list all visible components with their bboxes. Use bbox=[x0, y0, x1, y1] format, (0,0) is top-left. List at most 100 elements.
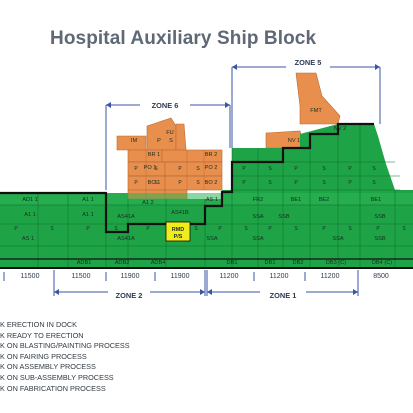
block-fmt bbox=[295, 72, 341, 125]
svg-text:S: S bbox=[268, 180, 272, 186]
label-im: IM bbox=[131, 138, 138, 144]
spacing-5: 11200 bbox=[220, 273, 239, 280]
label-deck-2: A1 1 bbox=[82, 197, 94, 203]
label-mid-7: SSB bbox=[374, 236, 385, 242]
zone-markers bbox=[3, 66, 381, 296]
legend-item-fabrication: K ON FABRICATION PROCESS bbox=[0, 383, 106, 393]
label-br2: BR 2 bbox=[205, 152, 217, 158]
frame-spacing-row: 11500 11500 11900 11900 11200 11200 1120… bbox=[21, 273, 389, 280]
svg-text:S: S bbox=[196, 166, 200, 172]
label-hull-3: SSB bbox=[278, 214, 289, 220]
block-ps-top bbox=[175, 123, 187, 151]
label-rmd: RMD bbox=[172, 227, 184, 233]
zone-6-label: ZONE 6 bbox=[152, 101, 179, 110]
label-deck-4: AS 1 bbox=[206, 197, 218, 203]
label-hull-5: SSA bbox=[332, 236, 343, 242]
label-deck-7: BE2 bbox=[319, 197, 330, 203]
svg-text:P: P bbox=[376, 226, 380, 232]
label-nv1: NV 1 bbox=[288, 138, 300, 144]
legend-item-blasting: K ON BLASTING/PAINTING PROCESS bbox=[0, 341, 130, 351]
svg-text:P: P bbox=[134, 180, 138, 186]
svg-text:P: P bbox=[242, 166, 246, 172]
svg-text:S: S bbox=[196, 180, 200, 186]
svg-text:S: S bbox=[348, 226, 352, 232]
label-hull-6: SSB bbox=[374, 214, 385, 220]
svg-text:P: P bbox=[348, 166, 352, 172]
svg-text:S: S bbox=[372, 180, 376, 186]
label-bottom-8: DB4 (C) bbox=[372, 260, 392, 266]
svg-text:S: S bbox=[114, 226, 118, 232]
label-fmt: FMT bbox=[310, 108, 322, 114]
svg-text:P: P bbox=[178, 180, 182, 186]
label-deck-3: A1 2 bbox=[142, 200, 154, 206]
label-deck-6: BE1 bbox=[291, 197, 302, 203]
svg-text:S: S bbox=[294, 226, 298, 232]
spacing-8: 8500 bbox=[373, 273, 389, 280]
label-deck-8: BE1 bbox=[371, 197, 382, 203]
svg-text:P: P bbox=[178, 166, 182, 172]
label-bo2: BO 2 bbox=[205, 180, 218, 186]
spacing-6: 11200 bbox=[270, 273, 289, 280]
svg-text:S: S bbox=[268, 166, 272, 172]
svg-text:P: P bbox=[294, 166, 298, 172]
label-bottom-1: ADB1 bbox=[77, 260, 92, 266]
label-bottom-5: DB1 bbox=[265, 260, 276, 266]
label-bottom-6: DB2 bbox=[293, 260, 304, 266]
label-br1: BR 1 bbox=[148, 152, 160, 158]
label-hull-1: AS 1 bbox=[22, 236, 34, 242]
svg-text:P: P bbox=[242, 180, 246, 186]
spacing-1: 11500 bbox=[21, 273, 40, 280]
svg-text:S: S bbox=[194, 226, 198, 232]
svg-text:S: S bbox=[244, 226, 248, 232]
label-mid-4: AS41B bbox=[171, 210, 189, 216]
spacing-3: 11900 bbox=[121, 273, 140, 280]
svg-text:P: P bbox=[146, 226, 150, 232]
label-p-upper: P bbox=[157, 138, 161, 144]
yellow-block-rmd bbox=[165, 221, 191, 242]
label-bottom-2: ADB2 bbox=[115, 260, 130, 266]
zone-2-label: ZONE 2 bbox=[116, 291, 143, 300]
diagram-title: Hospital Auxiliary Ship Block bbox=[50, 28, 317, 49]
legend-item-erection-dock: K ERECTION IN DOCK bbox=[0, 320, 78, 329]
svg-text:P: P bbox=[86, 226, 90, 232]
zone-5-label: ZONE 5 bbox=[295, 58, 322, 67]
label-bottom-3: ADB4 bbox=[151, 260, 166, 266]
label-mid-1: A1 1 bbox=[24, 212, 36, 218]
label-deck-5: FR2 bbox=[253, 197, 264, 203]
svg-text:S: S bbox=[154, 166, 158, 172]
svg-text:S: S bbox=[402, 226, 406, 232]
svg-text:S: S bbox=[154, 180, 158, 186]
label-bo1: BO 1 bbox=[148, 180, 161, 186]
label-rmd-ps: P/S bbox=[174, 234, 183, 240]
svg-text:P: P bbox=[348, 180, 352, 186]
label-mid-6: SSA bbox=[206, 236, 217, 242]
legend: K ERECTION IN DOCK K READY TO ERECTION K… bbox=[0, 320, 130, 394]
label-deck-1: AD1 1 bbox=[22, 197, 38, 203]
label-po1: PO 1 bbox=[144, 165, 157, 171]
svg-text:S: S bbox=[322, 180, 326, 186]
svg-text:S: S bbox=[50, 226, 54, 232]
svg-text:S: S bbox=[322, 166, 326, 172]
label-bottom-7: DB3 (C) bbox=[326, 260, 346, 266]
legend-item-ready-erection: K READY TO ERECTION bbox=[0, 330, 84, 340]
spacing-4: 11900 bbox=[171, 273, 190, 280]
label-fu: FU bbox=[166, 130, 173, 136]
svg-text:P: P bbox=[134, 166, 138, 172]
svg-text:P: P bbox=[14, 226, 18, 232]
label-bottom-4: DB1 bbox=[227, 260, 238, 266]
label-mid-3: AS41A bbox=[117, 214, 135, 220]
legend-item-sub-assembly: K ON SUB-ASSEMBLY PROCESS bbox=[0, 372, 114, 382]
label-hull-4: SSA bbox=[252, 236, 263, 242]
svg-text:P: P bbox=[218, 226, 222, 232]
label-po2: PO 2 bbox=[205, 165, 218, 171]
label-hull-2: SSA bbox=[252, 214, 263, 220]
svg-text:P: P bbox=[322, 226, 326, 232]
svg-text:P: P bbox=[294, 180, 298, 186]
label-mid-5: AS41A bbox=[117, 236, 135, 242]
hull-blocks bbox=[0, 122, 413, 269]
zone-1-label: ZONE 1 bbox=[270, 291, 297, 300]
label-mid-2: A1 1 bbox=[82, 212, 94, 218]
svg-text:P: P bbox=[268, 226, 272, 232]
spacing-7: 11200 bbox=[321, 273, 340, 280]
